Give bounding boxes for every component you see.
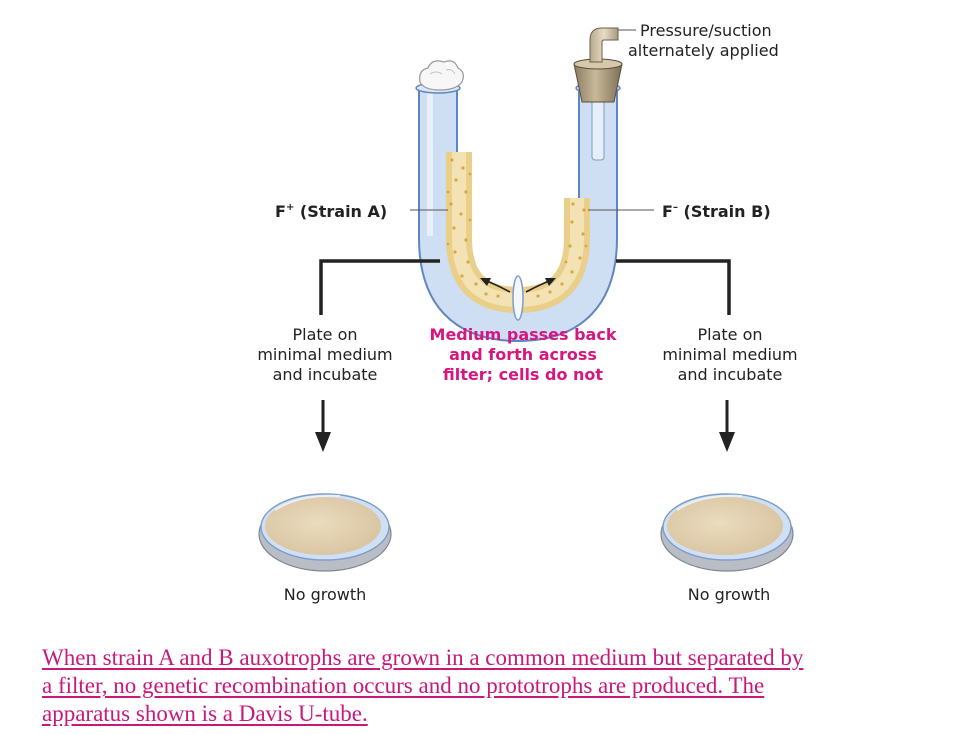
plate-right-line1: Plate on: [697, 325, 762, 344]
plate-left-line3: and incubate: [273, 365, 378, 384]
inner-glass-rod: [591, 97, 605, 161]
bacteria-dots: [446, 158, 588, 298]
figure-caption[interactable]: When strain A and B auxotrophs are grown…: [42, 644, 962, 728]
flow-arrowhead-left: [480, 278, 491, 286]
caption-line-2[interactable]: a filter, no genetic recombination occur…: [42, 673, 765, 698]
right-bracket-line: [616, 259, 731, 315]
caption-line-1[interactable]: When strain A and B auxotrophs are grown…: [42, 645, 804, 670]
strain-a-label: F+ (Strain A): [275, 202, 387, 221]
pressure-label-line2: alternately applied: [628, 41, 779, 60]
medium-label-line2: and forth across: [449, 345, 597, 364]
pressure-label-line1: Pressure/suction: [640, 21, 772, 40]
right-down-arrowhead: [719, 432, 735, 452]
stopper-and-pipe: [573, 27, 636, 161]
medium-label-line3: filter; cells do not: [443, 365, 604, 384]
cotton-plug: [419, 60, 464, 91]
left-petri-dish: [258, 493, 392, 572]
filter-disc: [512, 275, 524, 321]
plate-left-line1: Plate on: [292, 325, 357, 344]
plate-left-line2: minimal medium: [257, 345, 392, 364]
flow-arrowhead-right: [545, 278, 556, 286]
rubber-stopper: [573, 63, 623, 103]
right-petri-dish: [660, 493, 794, 572]
left-down-arrowhead: [315, 432, 331, 452]
plate-right-line2: minimal medium: [662, 345, 797, 364]
strain-b-label: F– (Strain B): [662, 202, 771, 221]
no-growth-right: No growth: [688, 585, 771, 604]
u-tube-glass: [420, 88, 616, 341]
medium-label-line1: Medium passes back: [430, 325, 617, 344]
u-tube: [415, 82, 621, 343]
left-bracket-line: [319, 259, 440, 315]
no-growth-left: No growth: [284, 585, 367, 604]
suction-pipe: [589, 27, 619, 63]
plate-right-line3: and incubate: [678, 365, 783, 384]
caption-line-3[interactable]: apparatus shown is a Davis U-tube.: [42, 701, 368, 726]
